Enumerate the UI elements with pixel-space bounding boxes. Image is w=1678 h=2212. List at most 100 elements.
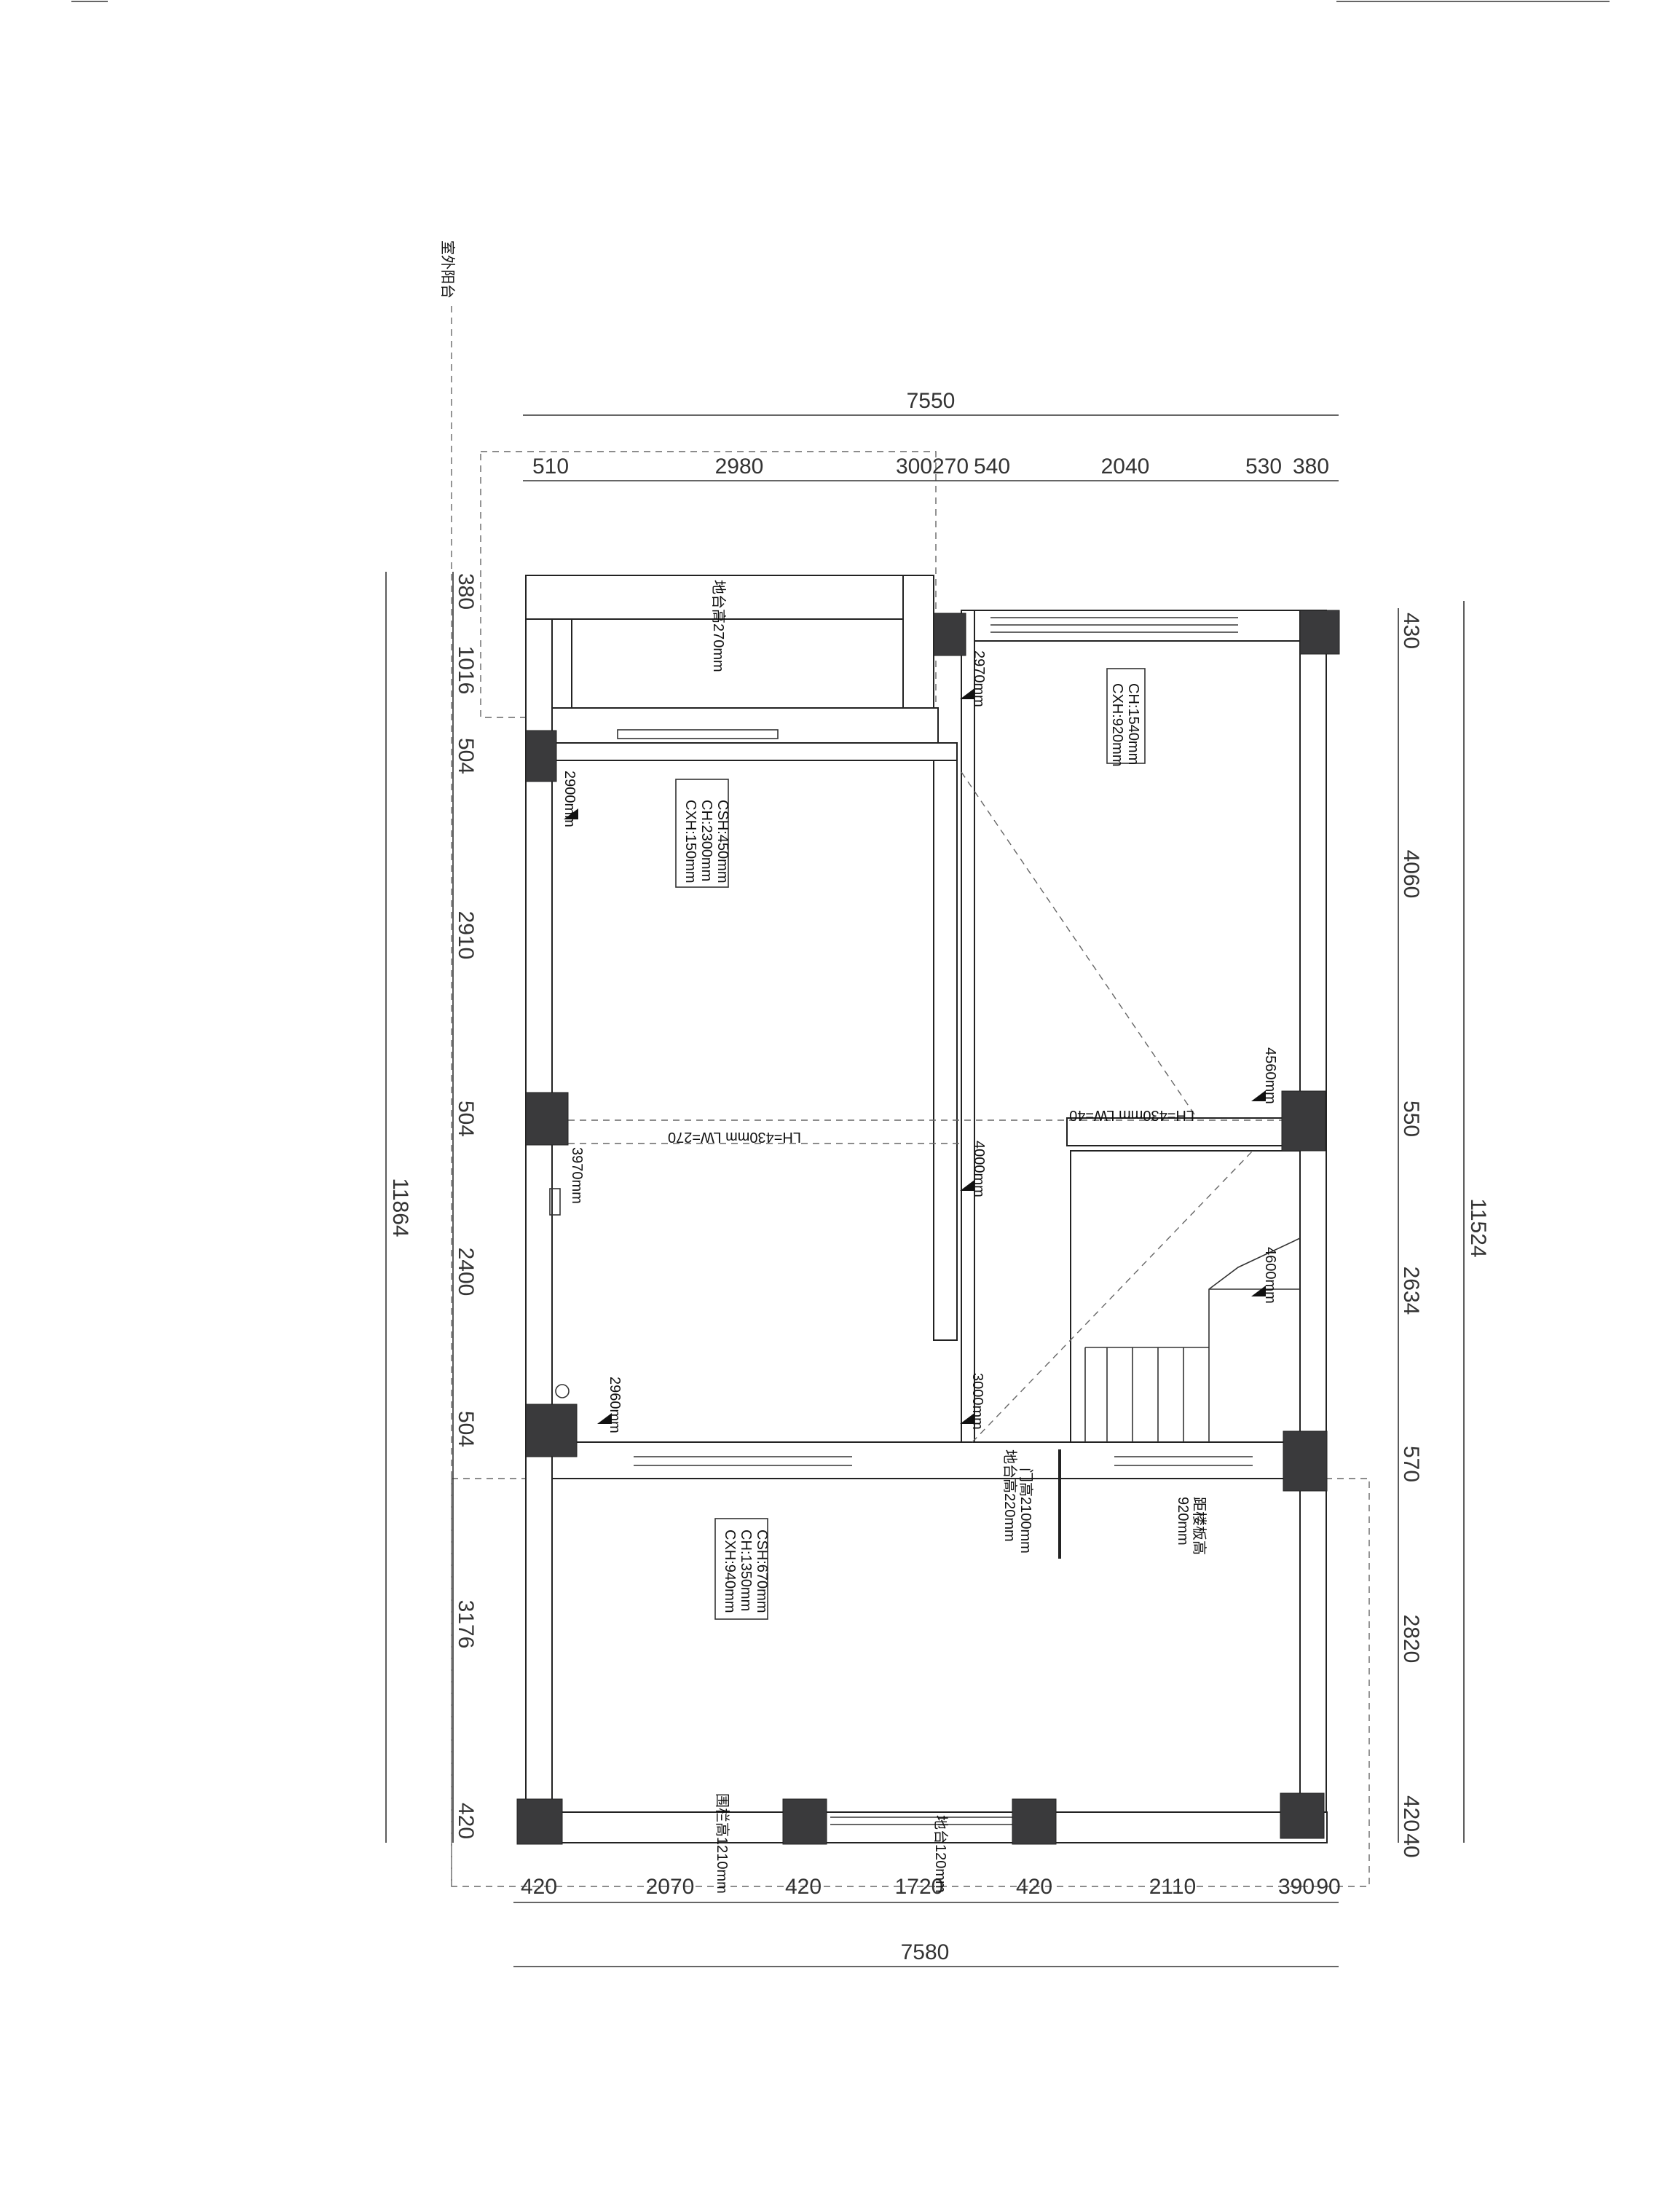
dim-top-seg: 510 [532,454,569,479]
label-door-height: 门高2100mm [1017,1468,1034,1554]
ceiling-height: 3970mm [569,1147,585,1204]
wall-balcony-right [902,575,934,709]
label-beam-main: LH=430mm LW=270 [668,1129,801,1145]
column [782,1798,827,1845]
dim-top-seg: 2040 [1101,454,1150,479]
column [525,1404,578,1457]
ceiling-height: 3000mm [969,1373,985,1430]
dim-bottom-seg: 2110 [1149,1875,1197,1899]
balcony-slab [571,618,922,709]
ceiling-height: 4000mm [971,1141,987,1197]
windows [549,617,1253,1825]
column [1012,1798,1057,1845]
dim-top-overall: 7550 [907,389,956,413]
dim-left-seg: 2910 [454,911,478,960]
column [516,1798,563,1845]
dim-bottom-seg: 390 [1278,1875,1315,1899]
window-tag-line: CH:1350mm [738,1530,754,1611]
window-tag-line: CXH:940mm [722,1530,738,1613]
dim-right-seg: 2820 [1399,1615,1423,1664]
label-sill-120: 地台120mm [932,1815,949,1893]
dim-left-overall: 11864 [388,1178,412,1237]
wall-top-right [961,610,1326,642]
dim-bottom-seg: 420 [785,1875,822,1899]
ceiling-height: 2970mm [971,650,987,707]
dim-right-seg: 2634 [1399,1267,1423,1315]
label-beam-right: LH=430mm LW=40 [1069,1107,1194,1123]
dim-bottom-seg: 2070 [646,1875,695,1899]
wall-room-top [551,742,958,761]
dim-right-seg: 430 [1399,613,1423,649]
column [1299,610,1340,655]
dim-left-seg: 1016 [454,646,478,695]
ceiling-height: 4600mm [1262,1247,1278,1304]
column [525,730,557,782]
walls [525,575,1328,1843]
window-left-small [549,1188,561,1216]
dim-left-seg: 504 [454,738,478,774]
window-tag-line: CH:2300mm [698,800,714,881]
columns [516,610,1340,1845]
dim-left-seg: 380 [454,573,478,610]
wall-left [525,575,553,1843]
dim-right-overall: 11524 [1466,1198,1490,1257]
label-stair-distance-value: 920mm [1175,1497,1191,1546]
dim-top-seg: 380 [1293,454,1329,479]
window-tag-line: CSH:670mm [754,1530,770,1613]
column [1280,1792,1325,1839]
label-sill-220: 地台高220mm [1001,1449,1018,1542]
ceiling-height: 4560mm [1262,1047,1278,1104]
wall-right [1299,610,1327,1843]
dim-top: 7550 510 2980 300 270 540 2040 530 380 [523,389,1339,481]
dim-bottom-seg: 90 [1316,1875,1340,1899]
label-outdoor-balcony: 室外阳台 [439,240,456,299]
dim-left-seg: 504 [454,1411,478,1447]
dim-top-seg: 540 [974,454,1010,479]
wall-mid-vertical [961,610,975,1449]
dim-left-seg: 3176 [454,1600,478,1649]
column [525,1092,569,1146]
dim-bottom-seg: 1720 [895,1875,944,1899]
dim-right-seg: 550 [1399,1101,1423,1137]
wall-middle-horizontal [551,1441,1303,1479]
ceiling-height: 2900mm [562,771,578,827]
window-tag-line: CXH:150mm [682,800,698,883]
column [1281,1090,1326,1152]
window-balcony [617,729,779,739]
dim-top-seg: 2980 [715,454,764,479]
dim-top-seg: 530 [1245,454,1282,479]
wall-balcony-top [525,575,934,620]
dim-right-seg: 4060 [1399,850,1423,899]
stair-steps [1084,1237,1301,1442]
dim-right-seg: 40 [1399,1833,1423,1857]
ceiling-heights: 2900mm 2970mm 4000mm 3970mm 4560mm 4600m… [562,650,1278,1433]
window-tag-3: CSH:670mm CH:1350mm CXH:940mm [714,1518,770,1620]
label-sill-270: 地台高270mm [710,580,727,672]
window-tag-line: CXH:920mm [1109,683,1125,766]
dim-right: 11524 430 4060 550 2634 570 2820 420 40 [1398,601,1490,1858]
dim-bottom: 7580 420 2070 420 1720 420 2110 390 90 [513,1875,1341,1967]
window-tag-line: CSH:450mm [714,800,730,883]
dim-left: 11864 380 1016 504 2910 504 2400 504 317… [385,572,478,1843]
pipe-circle [555,1384,570,1398]
stair-opening-diagonal-2 [972,1150,1253,1443]
window-tag-line: CH:1540mm [1125,683,1141,765]
window-tag-2: CH:1540mm CXH:920mm [1106,668,1146,766]
wall-partition [933,757,958,1341]
stair-opening-diagonal-1 [961,771,1195,1115]
dim-right-seg: 420 [1399,1795,1423,1832]
ceiling-height: 2960mm [607,1377,623,1433]
wall-balcony-bottom [551,707,939,744]
dim-top-seg: 300 [896,454,932,479]
column [1283,1430,1328,1492]
dim-left-seg: 504 [454,1101,478,1137]
dim-left-seg: 420 [454,1803,478,1839]
dim-left-seg: 2400 [454,1248,478,1296]
dim-top-seg: 270 [932,454,969,479]
dim-bottom-seg: 420 [521,1875,557,1899]
label-rail-height: 围栏高1210mm [714,1793,730,1894]
dim-bottom-seg: 420 [1016,1875,1052,1899]
label-stair-distance: 距楼板高 [1191,1497,1208,1555]
window-tag-1: CSH:450mm CH:2300mm CXH:150mm [675,779,730,888]
